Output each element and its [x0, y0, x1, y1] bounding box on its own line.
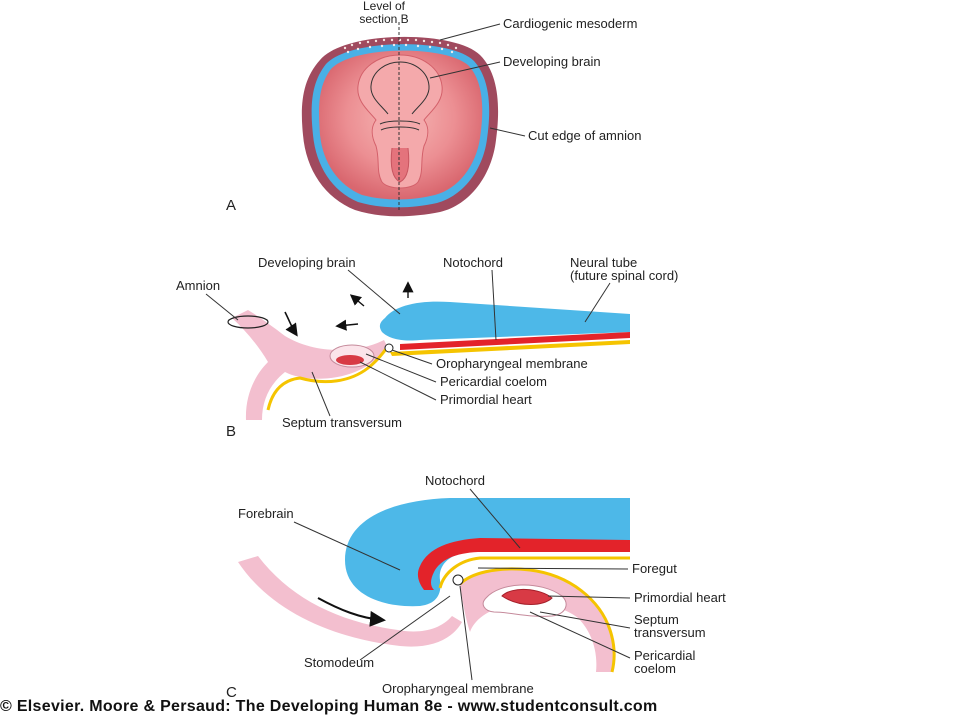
panel-a: Level of section B Cardiogenic mesoderm …	[226, 0, 641, 217]
endoderm-b	[390, 340, 630, 356]
label-neural-tube: Neural tube	[570, 255, 637, 270]
amnion-body-wall-b	[232, 310, 388, 420]
leader-heart-c	[547, 595, 631, 599]
leader-pericardial-b	[365, 353, 437, 383]
neural-fold-right	[399, 61, 430, 115]
label-primordial-heart-b: Primordial heart	[440, 392, 532, 407]
label-notochord-c: Notochord	[425, 473, 485, 488]
label-amnion-b: Amnion	[176, 278, 220, 293]
label-coelom-c: coelom	[634, 661, 676, 676]
neural-tube-b	[379, 301, 630, 341]
somites	[379, 120, 421, 131]
notochord-c	[417, 538, 630, 590]
notochord-b	[400, 332, 630, 350]
leader-neural-tube	[584, 282, 611, 323]
label-neural-tube-2: (future spinal cord)	[570, 268, 678, 283]
label-developing-brain-b: Developing brain	[258, 255, 356, 270]
leader-cardiogenic	[439, 23, 501, 41]
foregut-c	[438, 556, 630, 589]
leader-pericardial-c	[529, 611, 631, 659]
leader-oropharyngeal-b	[391, 349, 433, 365]
folding-arrow-1	[284, 311, 298, 337]
label-notochord-b: Notochord	[443, 255, 503, 270]
leader-brain-b	[347, 269, 401, 315]
label-stomodeum: Stomodeum	[304, 655, 374, 670]
endoderm-lining-c	[458, 567, 616, 673]
label-cardiogenic-mesoderm: Cardiogenic mesoderm	[503, 16, 637, 31]
label-oropharyngeal-b: Oropharyngeal membrane	[436, 356, 588, 371]
folding-arrow-3	[349, 294, 365, 307]
leader-septum-b	[311, 371, 331, 417]
body-wall-c	[238, 556, 462, 647]
panel-letter-b: B	[226, 423, 236, 440]
leader-amnion-edge	[489, 127, 526, 137]
leader-notochord-c	[469, 488, 521, 549]
label-developing-brain-a: Developing brain	[503, 54, 601, 69]
label-pericardial-c: Pericardial	[634, 648, 696, 663]
folding-arrow-2	[335, 319, 359, 331]
embryo-diagram: Level of section B Cardiogenic mesoderm …	[176, 0, 726, 700]
leader-septum-c	[539, 611, 631, 629]
septum-region-c	[460, 568, 615, 672]
primordial-heart-c	[501, 589, 553, 605]
forebrain-c	[345, 498, 630, 607]
primordial-heart-b	[336, 355, 364, 365]
label-section-b: section B	[359, 12, 408, 26]
label-transversum-c: transversum	[634, 625, 706, 640]
leader-foregut	[477, 567, 629, 570]
leader-brain-a	[429, 61, 501, 79]
leader-heart-b	[359, 361, 437, 401]
label-septum-transversum-b: Septum transversum	[282, 415, 402, 430]
leader-notochord-b	[491, 269, 497, 341]
leader-stomodeum	[359, 595, 451, 661]
panel-c: Notochord Forebrain Foregut Primordial h…	[226, 473, 726, 700]
oropharyngeal-membrane-c	[452, 574, 464, 586]
panel-letter-a: A	[226, 197, 236, 214]
label-pericardial-coelom-b: Pericardial coelom	[440, 374, 547, 389]
label-foregut: Foregut	[632, 561, 677, 576]
copyright-footer: © Elsevier. Moore & Persaud: The Develop…	[0, 698, 658, 715]
label-oropharyngeal-c: Oropharyngeal membrane	[382, 681, 534, 696]
leader-oropharyngeal-c	[459, 585, 473, 681]
amnion-ring-marker	[227, 315, 269, 329]
leader-amnion-b	[205, 293, 239, 321]
label-primordial-heart-c: Primordial heart	[634, 590, 726, 605]
neural-fold-left	[370, 61, 401, 115]
endoderm-lining-b	[266, 345, 390, 411]
primitive-streak	[390, 147, 410, 183]
label-forebrain: Forebrain	[238, 506, 294, 521]
panel-letter-c: C	[226, 684, 237, 700]
leader-forebrain	[293, 521, 401, 571]
label-level-of: Level of	[363, 0, 406, 13]
oropharyngeal-membrane-b	[384, 343, 394, 353]
panel-b: Developing brain Notochord Neural tube (…	[176, 255, 678, 440]
label-cut-edge-amnion: Cut edge of amnion	[528, 128, 641, 143]
label-septum-c: Septum	[634, 612, 679, 627]
cardiogenic-mesoderm-dots	[343, 38, 458, 54]
folding-arrow-c	[317, 597, 386, 627]
